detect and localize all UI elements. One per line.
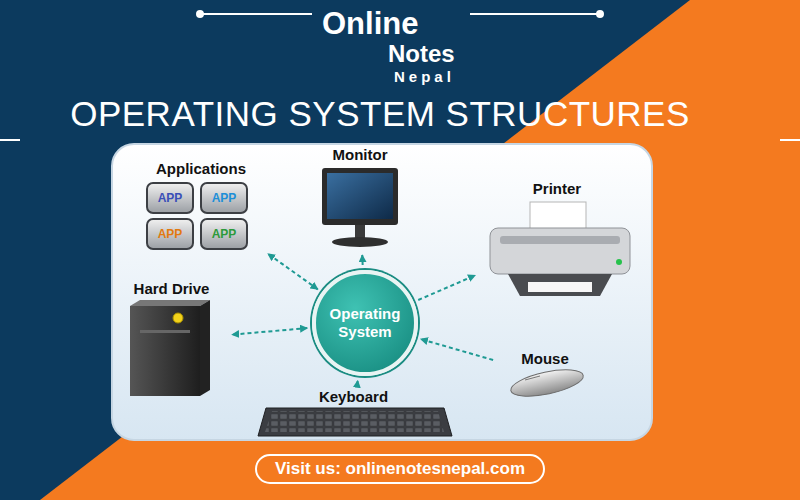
mouse-device: Mouse [496,350,594,400]
dashed-connector [268,254,318,290]
device-label: Monitor [318,146,402,165]
footer-link: Visit us: onlinenotesnepal.com [275,458,525,479]
mouse-icon [509,365,586,402]
applications-group: ApplicationsAPP APP APP APP [136,160,266,252]
hard-drive-device: Hard Drive [114,280,229,400]
app-button: APP [200,182,248,214]
keyboard-icon [258,408,452,436]
dashed-connector [418,275,475,300]
device-label: Printer [482,180,632,199]
hard-drive-icon [130,300,210,396]
app-button: APP [146,218,194,250]
monitor-icon [322,168,398,247]
page-title: OPERATING SYSTEM STRUCTURES [30,94,730,134]
device-label: Hard Drive [118,280,225,299]
app-label: APP [212,191,237,206]
diagram-panel [112,144,652,440]
dashed-connector [421,339,493,360]
printer-icon [490,202,630,296]
visit-us-box: Visit us: onlinenotesnepal.com [255,454,545,484]
os-circle: Operating System [312,270,418,376]
dashed-connector [232,328,307,335]
logo-word: Nepal [394,68,455,85]
printer-device: Printer [478,180,636,300]
dashed-connector [361,255,363,265]
app-label: APP [158,191,183,206]
device-label: Applications [140,160,262,179]
app-button: APP [146,182,194,214]
device-label: Mouse [500,350,590,369]
logo-word: Online [322,6,418,42]
app-label: APP [158,227,183,242]
orange-ground [40,0,800,500]
dashed-connector [356,381,359,385]
app-label: APP [212,227,237,242]
keyboard-device: Keyboard [251,388,456,440]
monitor-device: Monitor [314,146,406,252]
device-label: Keyboard [255,388,452,407]
os-label: Operating System [322,305,408,341]
logo-word: Notes [388,40,455,68]
app-button: APP [200,218,248,250]
